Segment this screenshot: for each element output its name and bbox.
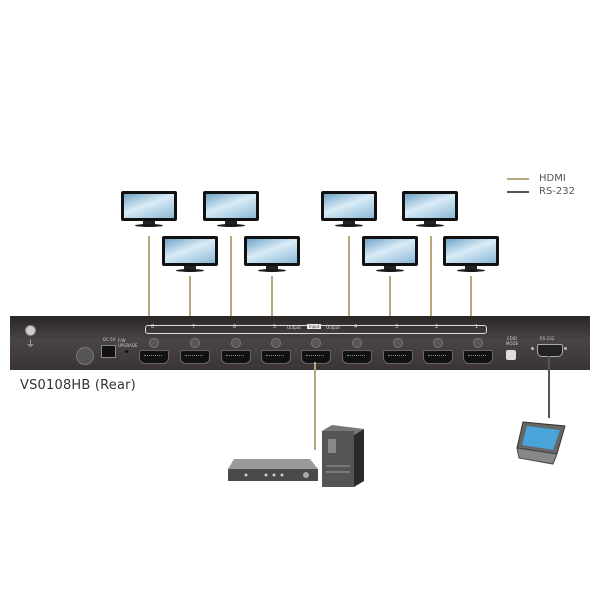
monitor-icon: [244, 236, 300, 274]
power-socket-icon: [76, 347, 94, 365]
port-led: [352, 338, 362, 348]
hdmi-output-port-8[interactable]: [139, 350, 169, 364]
port-number-1: 1: [475, 324, 479, 330]
output-label-right: Output: [326, 325, 340, 330]
legend-hdmi-label: HDMI: [539, 173, 566, 184]
fw-upgrade-button[interactable]: [125, 350, 128, 353]
monitor-icon: [362, 236, 418, 274]
monitor-icon: [203, 191, 259, 229]
legend-hdmi: HDMI: [507, 173, 566, 184]
hdmi-output-port-6[interactable]: [221, 350, 251, 364]
port-led: [393, 338, 403, 348]
port-led: [190, 338, 200, 348]
screw-icon: [564, 347, 567, 350]
hdmi-cable: [230, 236, 232, 318]
port-led: [149, 338, 159, 348]
hdmi-cable: [189, 276, 191, 318]
edid-mode-label: EDID MODE: [505, 336, 519, 346]
hdmi-output-port-4[interactable]: [342, 350, 372, 364]
monitor-icon: [402, 191, 458, 229]
ground-icon: ⏚: [26, 340, 36, 350]
port-led: [311, 338, 321, 348]
rs232-port-label: RS-232: [540, 336, 555, 341]
ground-screw-icon: [25, 325, 36, 336]
port-number-5: 5: [273, 324, 277, 330]
legend-rs232: RS-232: [507, 186, 575, 197]
hdmi-cable: [348, 236, 350, 318]
rs232-port[interactable]: [537, 344, 563, 357]
hdmi-output-port-3[interactable]: [383, 350, 413, 364]
monitor-icon: [162, 236, 218, 274]
pc-tower-icon: [322, 425, 364, 487]
input-label: Input: [307, 324, 322, 329]
dvd-player-icon: [228, 459, 318, 481]
port-number-6: 6: [233, 324, 237, 330]
port-led: [433, 338, 443, 348]
dc-label: DC 5V: [103, 337, 116, 342]
hdmi-output-port-2[interactable]: [423, 350, 453, 364]
hdmi-input-cable: [314, 362, 316, 450]
hdmi-output-port-7[interactable]: [180, 350, 210, 364]
hdmi-cable: [470, 276, 472, 318]
port-number-4: 4: [354, 324, 358, 330]
fw-upgrade-label: F/W UPGRADE: [118, 338, 138, 348]
port-number-2: 2: [435, 324, 439, 330]
monitor-icon: [121, 191, 177, 229]
touch-panel-icon: [516, 421, 566, 465]
monitor-icon: [443, 236, 499, 274]
edid-mode-switch[interactable]: [506, 350, 516, 360]
hdmi-cable: [271, 276, 273, 318]
port-led: [271, 338, 281, 348]
monitor-icon: [321, 191, 377, 229]
hdmi-line-swatch: [507, 177, 529, 180]
port-number-3: 3: [395, 324, 399, 330]
model-label: VS0108HB (Rear): [20, 378, 136, 393]
hdmi-input-port[interactable]: [301, 350, 331, 364]
port-number-8: 8: [151, 324, 155, 330]
hdmi-cable: [430, 236, 432, 318]
port-led: [473, 338, 483, 348]
dc-power-jack[interactable]: [101, 345, 116, 358]
hdmi-cable: [148, 236, 150, 318]
port-led: [231, 338, 241, 348]
legend-rs232-label: RS-232: [539, 186, 575, 197]
hdmi-output-port-5[interactable]: [261, 350, 291, 364]
hdmi-output-port-1[interactable]: [463, 350, 493, 364]
hdmi-cable: [389, 276, 391, 318]
port-number-7: 7: [192, 324, 196, 330]
rs232-cable: [548, 356, 550, 418]
rs232-line-swatch: [507, 190, 529, 193]
output-label-left: Output: [287, 325, 301, 330]
screw-icon: [531, 347, 534, 350]
